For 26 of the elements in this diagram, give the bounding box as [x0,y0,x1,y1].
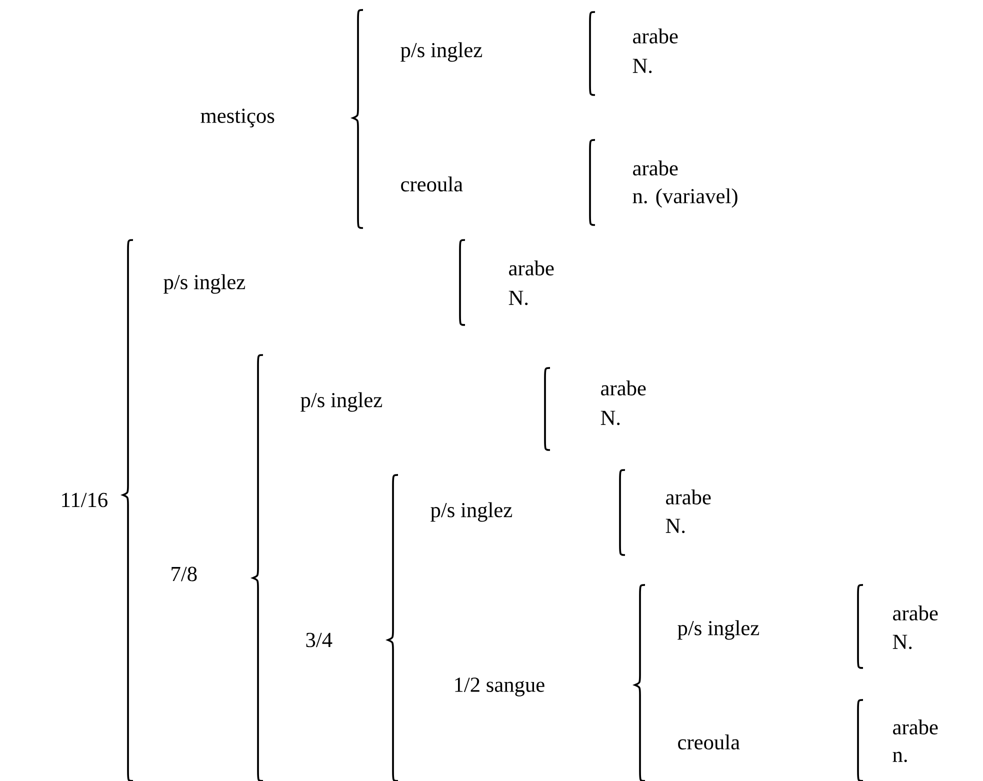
text-label: N. [508,290,528,306]
text-label: creoula [401,176,463,192]
text-label: arabe [666,489,711,504]
text-label: n. [892,752,907,762]
text-label: p/s inglez [300,392,382,412]
text-label: N. [600,410,620,426]
text-label: N. [632,58,652,74]
text-label: p/s inglez [430,502,512,522]
text-label: creoula [678,734,740,750]
text-label: N. [666,518,685,534]
text-label: N. [892,634,912,650]
text-label: 11/16 [62,492,108,508]
text-label: arabe [893,719,938,734]
text-label: n. (variavel) [632,188,738,208]
text-label: p/s inglez [400,42,482,62]
text-label: 3/4 [306,632,332,648]
text-label: arabe [601,380,646,396]
text-label: arabe [509,260,554,276]
text-label: arabe [633,28,678,44]
text-label: mestiços [200,108,274,128]
text-label: 7/8 [172,566,197,582]
text-label: arabe [893,605,938,620]
text-label: p/s inglez [164,274,246,294]
text-label: 1/2 sangue [455,678,544,696]
text-label: p/s inglez [678,620,760,640]
text-label: arabe [633,160,678,176]
